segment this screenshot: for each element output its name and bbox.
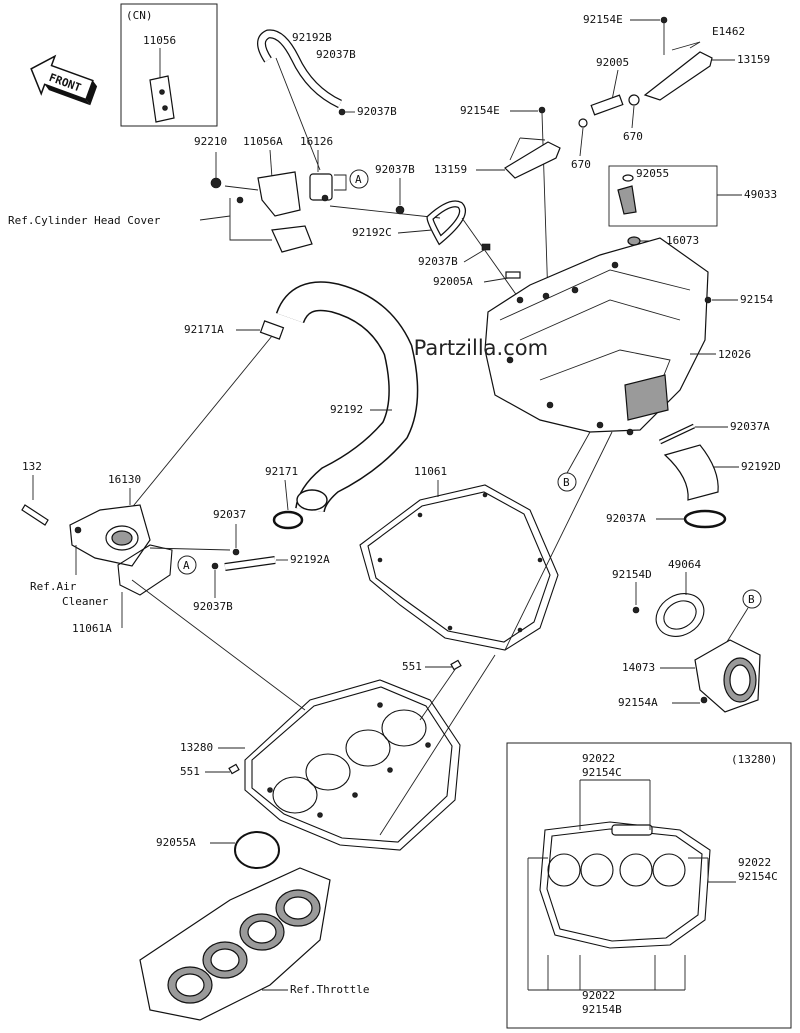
callout-92192D: 92192D [741, 460, 781, 473]
svg-text:B: B [563, 476, 570, 489]
plate-49064 [655, 593, 705, 637]
callout-92192C: 92192C [352, 226, 392, 239]
callout-670-2: 670 [571, 158, 591, 171]
oring-92055A [234, 831, 280, 869]
ref-air-cleaner-1: Ref.Air [30, 580, 77, 593]
inset-label-top-1: 92022 [582, 752, 615, 765]
marker-a-2 [177, 555, 197, 575]
gasket-13280 [244, 679, 461, 851]
bore-4 [381, 709, 427, 747]
inset-label-bottom-1: 92022 [582, 989, 615, 1002]
callout-11061A: 11061A [72, 622, 112, 635]
callout-92154D: 92154D [612, 568, 652, 581]
callout-92037B-5: 92037B [193, 600, 233, 613]
callout-92154E-1: 92154E [583, 13, 623, 26]
callout-92037A-2: 92037A [606, 512, 646, 525]
callout-49064: 49064 [668, 558, 701, 571]
ref-air-cleaner-2: Cleaner [62, 595, 109, 608]
clamp-92171A [259, 320, 285, 340]
callout-551-1: 551 [402, 660, 422, 673]
bracket-11056 [149, 75, 175, 123]
ref-cylinder-head-cover: Ref.Cylinder Head Cover [8, 214, 161, 227]
callout-92037B-3: 92037B [375, 163, 415, 176]
gasket-11061 [359, 484, 559, 651]
callout-16126: 16126 [300, 135, 333, 148]
inset-box-title: (13280) [731, 753, 777, 766]
marker-b-2 [742, 589, 762, 609]
cn-box [120, 3, 218, 127]
callout-13159-2: 13159 [737, 53, 770, 66]
callout-92192B: 92192B [292, 31, 332, 44]
callout-92171: 92171 [265, 465, 298, 478]
callout-92192: 92192 [330, 403, 363, 416]
svg-text:B: B [748, 593, 755, 606]
box-49033 [608, 165, 718, 227]
callout-92210: 92210 [194, 135, 227, 148]
callout-132: 132 [22, 460, 42, 473]
sensor-49033 [617, 185, 637, 215]
inset-box-13280 [506, 742, 792, 1029]
inset-bore-4 [652, 853, 686, 887]
air-box-12026 [484, 237, 709, 433]
callout-92005: 92005 [596, 56, 629, 69]
cn-box-title: (CN) [126, 9, 153, 22]
bore-1 [272, 776, 318, 814]
callout-92171A: 92171A [184, 323, 224, 336]
callout-551-2: 551 [180, 765, 200, 778]
callout-13159-1: 13159 [434, 163, 467, 176]
callout-92005A: 92005A [433, 275, 473, 288]
callout-13280: 13280 [180, 741, 213, 754]
callout-670-1: 670 [623, 130, 643, 143]
callout-11056: 11056 [143, 34, 176, 47]
callout-92192A: 92192A [290, 553, 330, 566]
callout-92037B-4: 92037B [418, 255, 458, 268]
inset-bore-3 [619, 853, 653, 887]
callout-92037B-1: 92037B [316, 48, 356, 61]
bracket-11056A [257, 171, 301, 217]
bracket-lower [271, 225, 313, 253]
callout-92154A: 92154A [618, 696, 658, 709]
ref-throttle: Ref.Throttle [290, 983, 369, 996]
callout-11056A: 11056A [243, 135, 283, 148]
valve-16126 [309, 173, 333, 201]
bolt-132 [21, 504, 49, 526]
callout-49033: 49033 [744, 188, 777, 201]
callout-92055A: 92055A [156, 836, 196, 849]
inset-gasket [539, 821, 711, 949]
hose-92192D [663, 444, 719, 501]
callout-16073: 16073 [666, 234, 699, 247]
inset-label-right-2: 92154C [738, 870, 778, 883]
inset-label-right-1: 92022 [738, 856, 771, 869]
clamp-92037A [683, 509, 727, 529]
callout-12026: 12026 [718, 348, 751, 361]
inset-label-top-2: 92154C [582, 766, 622, 779]
front-arrow-icon: FRONT [30, 54, 98, 106]
callout-92037A-1: 92037A [730, 420, 770, 433]
bore-3 [345, 729, 391, 767]
svg-text:A: A [355, 173, 362, 186]
callout-92154E-2: 92154E [460, 104, 500, 117]
callout-92055: 92055 [636, 167, 669, 180]
callout-92037B-2: 92037B [357, 105, 397, 118]
gasket-11061A [117, 544, 173, 596]
svg-text:A: A [183, 559, 190, 572]
callout-14073: 14073 [622, 661, 655, 674]
callout-16130: 16130 [108, 473, 141, 486]
marker-a-1 [349, 169, 369, 189]
inset-bore-1 [547, 853, 581, 887]
diagram-code: E1462 [712, 25, 745, 38]
bracket-13159-top [643, 51, 713, 101]
bracket-13159-mid [504, 141, 561, 179]
callout-92037: 92037 [213, 508, 246, 521]
callout-11061: 11061 [414, 465, 447, 478]
inset-bore-2 [580, 853, 614, 887]
bore-2 [305, 753, 351, 791]
callout-92154: 92154 [740, 293, 773, 306]
inset-label-bottom-2: 92154B [582, 1003, 622, 1016]
clamp-92171 [272, 510, 304, 530]
